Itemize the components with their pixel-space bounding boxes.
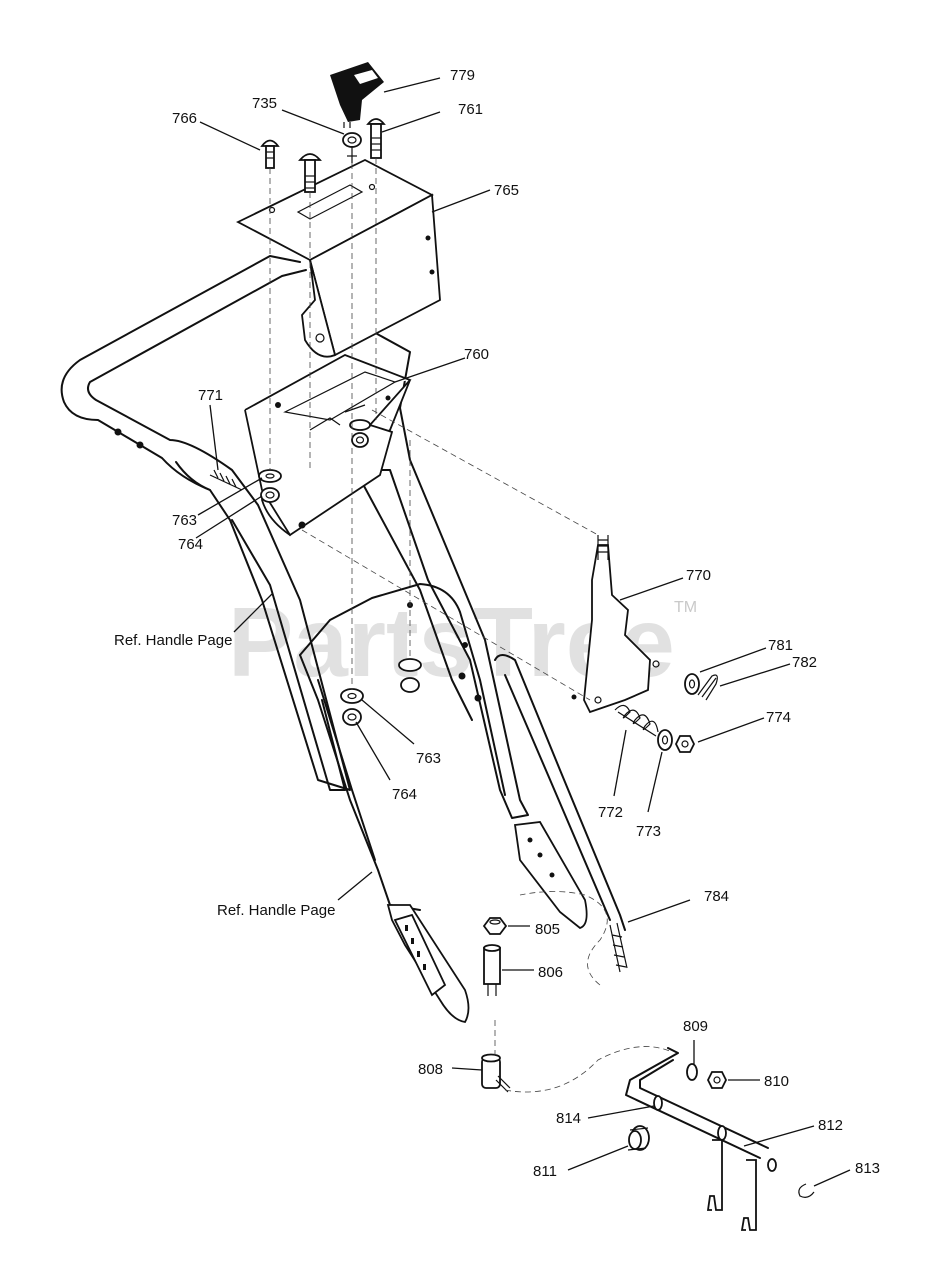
label-774: 774 bbox=[766, 709, 791, 726]
watermark-trademark: TM bbox=[674, 599, 697, 616]
assembly-lines bbox=[269, 158, 673, 1093]
label-735: 735 bbox=[252, 95, 277, 112]
nut-764-upper bbox=[260, 487, 280, 503]
label-805: 805 bbox=[535, 921, 560, 938]
washer-mid bbox=[398, 658, 422, 693]
knob-779 bbox=[330, 62, 384, 128]
nut-764-lower bbox=[342, 708, 362, 726]
label-784: 784 bbox=[704, 888, 729, 905]
label-773: 773 bbox=[636, 823, 661, 840]
label-809: 809 bbox=[683, 1018, 708, 1035]
spacer-806 bbox=[483, 944, 501, 996]
nut-810 bbox=[706, 1071, 728, 1089]
ring-811 bbox=[627, 1125, 650, 1151]
label-766: 766 bbox=[172, 110, 197, 127]
label-812: 812 bbox=[818, 1117, 843, 1134]
part-labels: 779 735 761 766 765 760 771 763 764 770 … bbox=[114, 67, 880, 1180]
label-813: 813 bbox=[855, 1160, 880, 1177]
upper-handle bbox=[60, 255, 351, 791]
label-806: 806 bbox=[538, 964, 563, 981]
label-770: 770 bbox=[686, 567, 711, 584]
label-771: 771 bbox=[198, 387, 223, 404]
label-764-lower: 764 bbox=[392, 786, 417, 803]
label-761: 761 bbox=[458, 101, 483, 118]
washer-363-pair bbox=[349, 419, 371, 448]
nut-774 bbox=[674, 735, 696, 753]
nut-735 bbox=[342, 132, 362, 163]
shift-lever-812 bbox=[625, 1047, 777, 1231]
washer-809 bbox=[686, 1063, 698, 1081]
label-814: 814 bbox=[556, 1110, 581, 1127]
label-810: 810 bbox=[764, 1073, 789, 1090]
label-ref-handle-page-2: Ref. Handle Page bbox=[217, 902, 335, 919]
leader-lines bbox=[195, 77, 851, 1187]
shift-bracket-765 bbox=[236, 158, 441, 358]
pin-782 bbox=[697, 674, 718, 701]
label-808: 808 bbox=[418, 1061, 443, 1078]
rod-771 bbox=[209, 469, 243, 491]
ferrule-808 bbox=[481, 1053, 511, 1093]
washer-763-lower bbox=[340, 688, 364, 704]
shift-arm-770 bbox=[571, 535, 660, 714]
label-ref-handle-page-1: Ref. Handle Page bbox=[114, 632, 232, 649]
label-760: 760 bbox=[464, 346, 489, 363]
label-781: 781 bbox=[768, 637, 793, 654]
nut-805 bbox=[482, 917, 508, 935]
label-765: 765 bbox=[494, 182, 519, 199]
label-782: 782 bbox=[792, 654, 817, 671]
washer-781 bbox=[684, 673, 700, 695]
shift-rod-784 bbox=[494, 654, 628, 973]
bolt-761 bbox=[366, 118, 386, 159]
washer-773 bbox=[657, 729, 673, 751]
spring-772 bbox=[614, 704, 659, 737]
label-764-upper: 764 bbox=[178, 536, 203, 553]
label-763-upper: 763 bbox=[172, 512, 197, 529]
label-772: 772 bbox=[598, 804, 623, 821]
label-811: 811 bbox=[533, 1163, 557, 1180]
bolt-766-a bbox=[260, 139, 280, 169]
label-763-lower: 763 bbox=[416, 750, 441, 767]
washer-763-upper bbox=[258, 469, 282, 483]
lower-handle bbox=[299, 329, 588, 1023]
clip-813 bbox=[798, 1183, 815, 1198]
label-779: 779 bbox=[450, 67, 475, 84]
